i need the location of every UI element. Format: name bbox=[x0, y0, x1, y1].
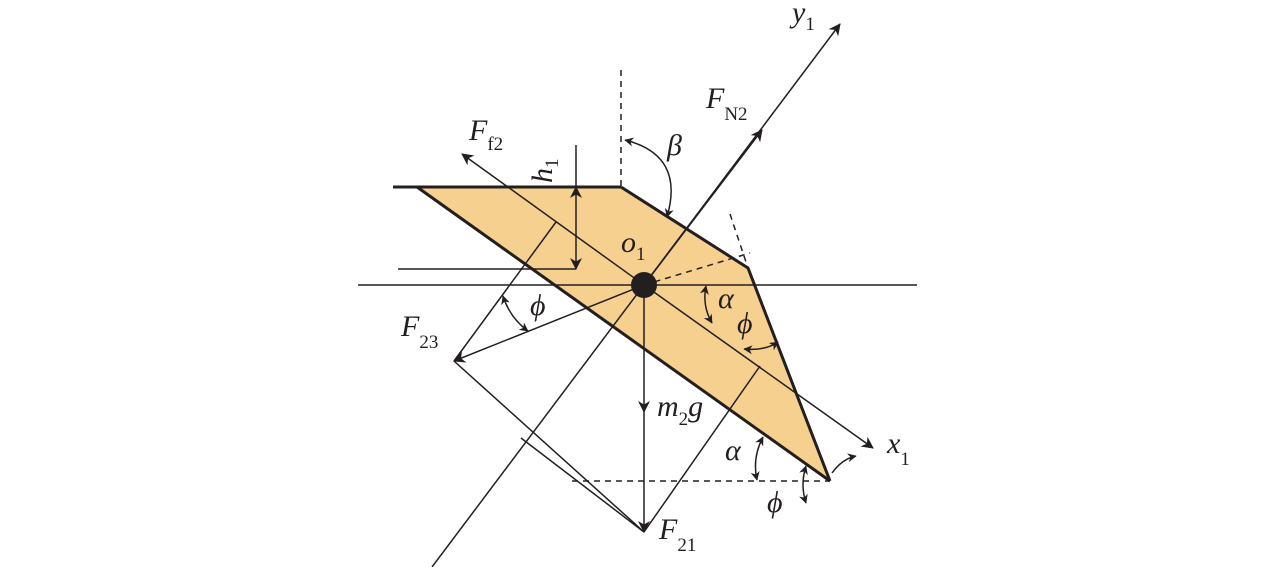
ff2-label: Ff2 bbox=[468, 114, 503, 155]
alpha-bottom-label: α bbox=[725, 434, 742, 467]
alpha-bottom-arc bbox=[750, 436, 764, 481]
ff2-force-arrow bbox=[461, 153, 645, 286]
phi-left-arc bbox=[501, 295, 529, 332]
x1-axis bbox=[643, 284, 874, 449]
fn2-force-arrow bbox=[643, 129, 763, 286]
beta-angle-arc bbox=[624, 137, 674, 218]
x1-label: x1 bbox=[886, 427, 910, 470]
phi-right-arc bbox=[743, 341, 779, 355]
f21-construction-line bbox=[520, 437, 645, 533]
center-dashed-line bbox=[643, 252, 751, 286]
f23-construction-line bbox=[453, 221, 557, 362]
f23-force-arrow bbox=[453, 284, 645, 363]
f21-right-construction-line bbox=[643, 365, 761, 533]
y1-label: y1 bbox=[789, 0, 815, 35]
o1-label: o1 bbox=[621, 226, 646, 265]
f23-label: F23 bbox=[400, 310, 438, 353]
alpha-center-label: α bbox=[718, 282, 735, 315]
fn2-label: FN2 bbox=[705, 82, 748, 125]
alpha-center-arc bbox=[699, 285, 713, 324]
phi-bottom-arc bbox=[799, 465, 808, 504]
beta-label: β bbox=[666, 129, 682, 162]
f23-lower-construction-line bbox=[453, 360, 645, 533]
phi-left-label: ϕ bbox=[530, 289, 546, 322]
h1-label: h1 bbox=[526, 159, 563, 184]
x1-angle-arc bbox=[831, 453, 857, 474]
y1-axis bbox=[431, 23, 841, 567]
phi-bottom-label: ϕ bbox=[767, 486, 783, 519]
centroid-point bbox=[631, 272, 657, 298]
corner-dashed-line bbox=[729, 213, 749, 269]
phi-right-label: ϕ bbox=[737, 307, 753, 340]
wedge-lower-edge bbox=[416, 185, 831, 483]
m2g-label: m2g bbox=[657, 390, 703, 430]
f21-label: F21 bbox=[658, 513, 696, 556]
